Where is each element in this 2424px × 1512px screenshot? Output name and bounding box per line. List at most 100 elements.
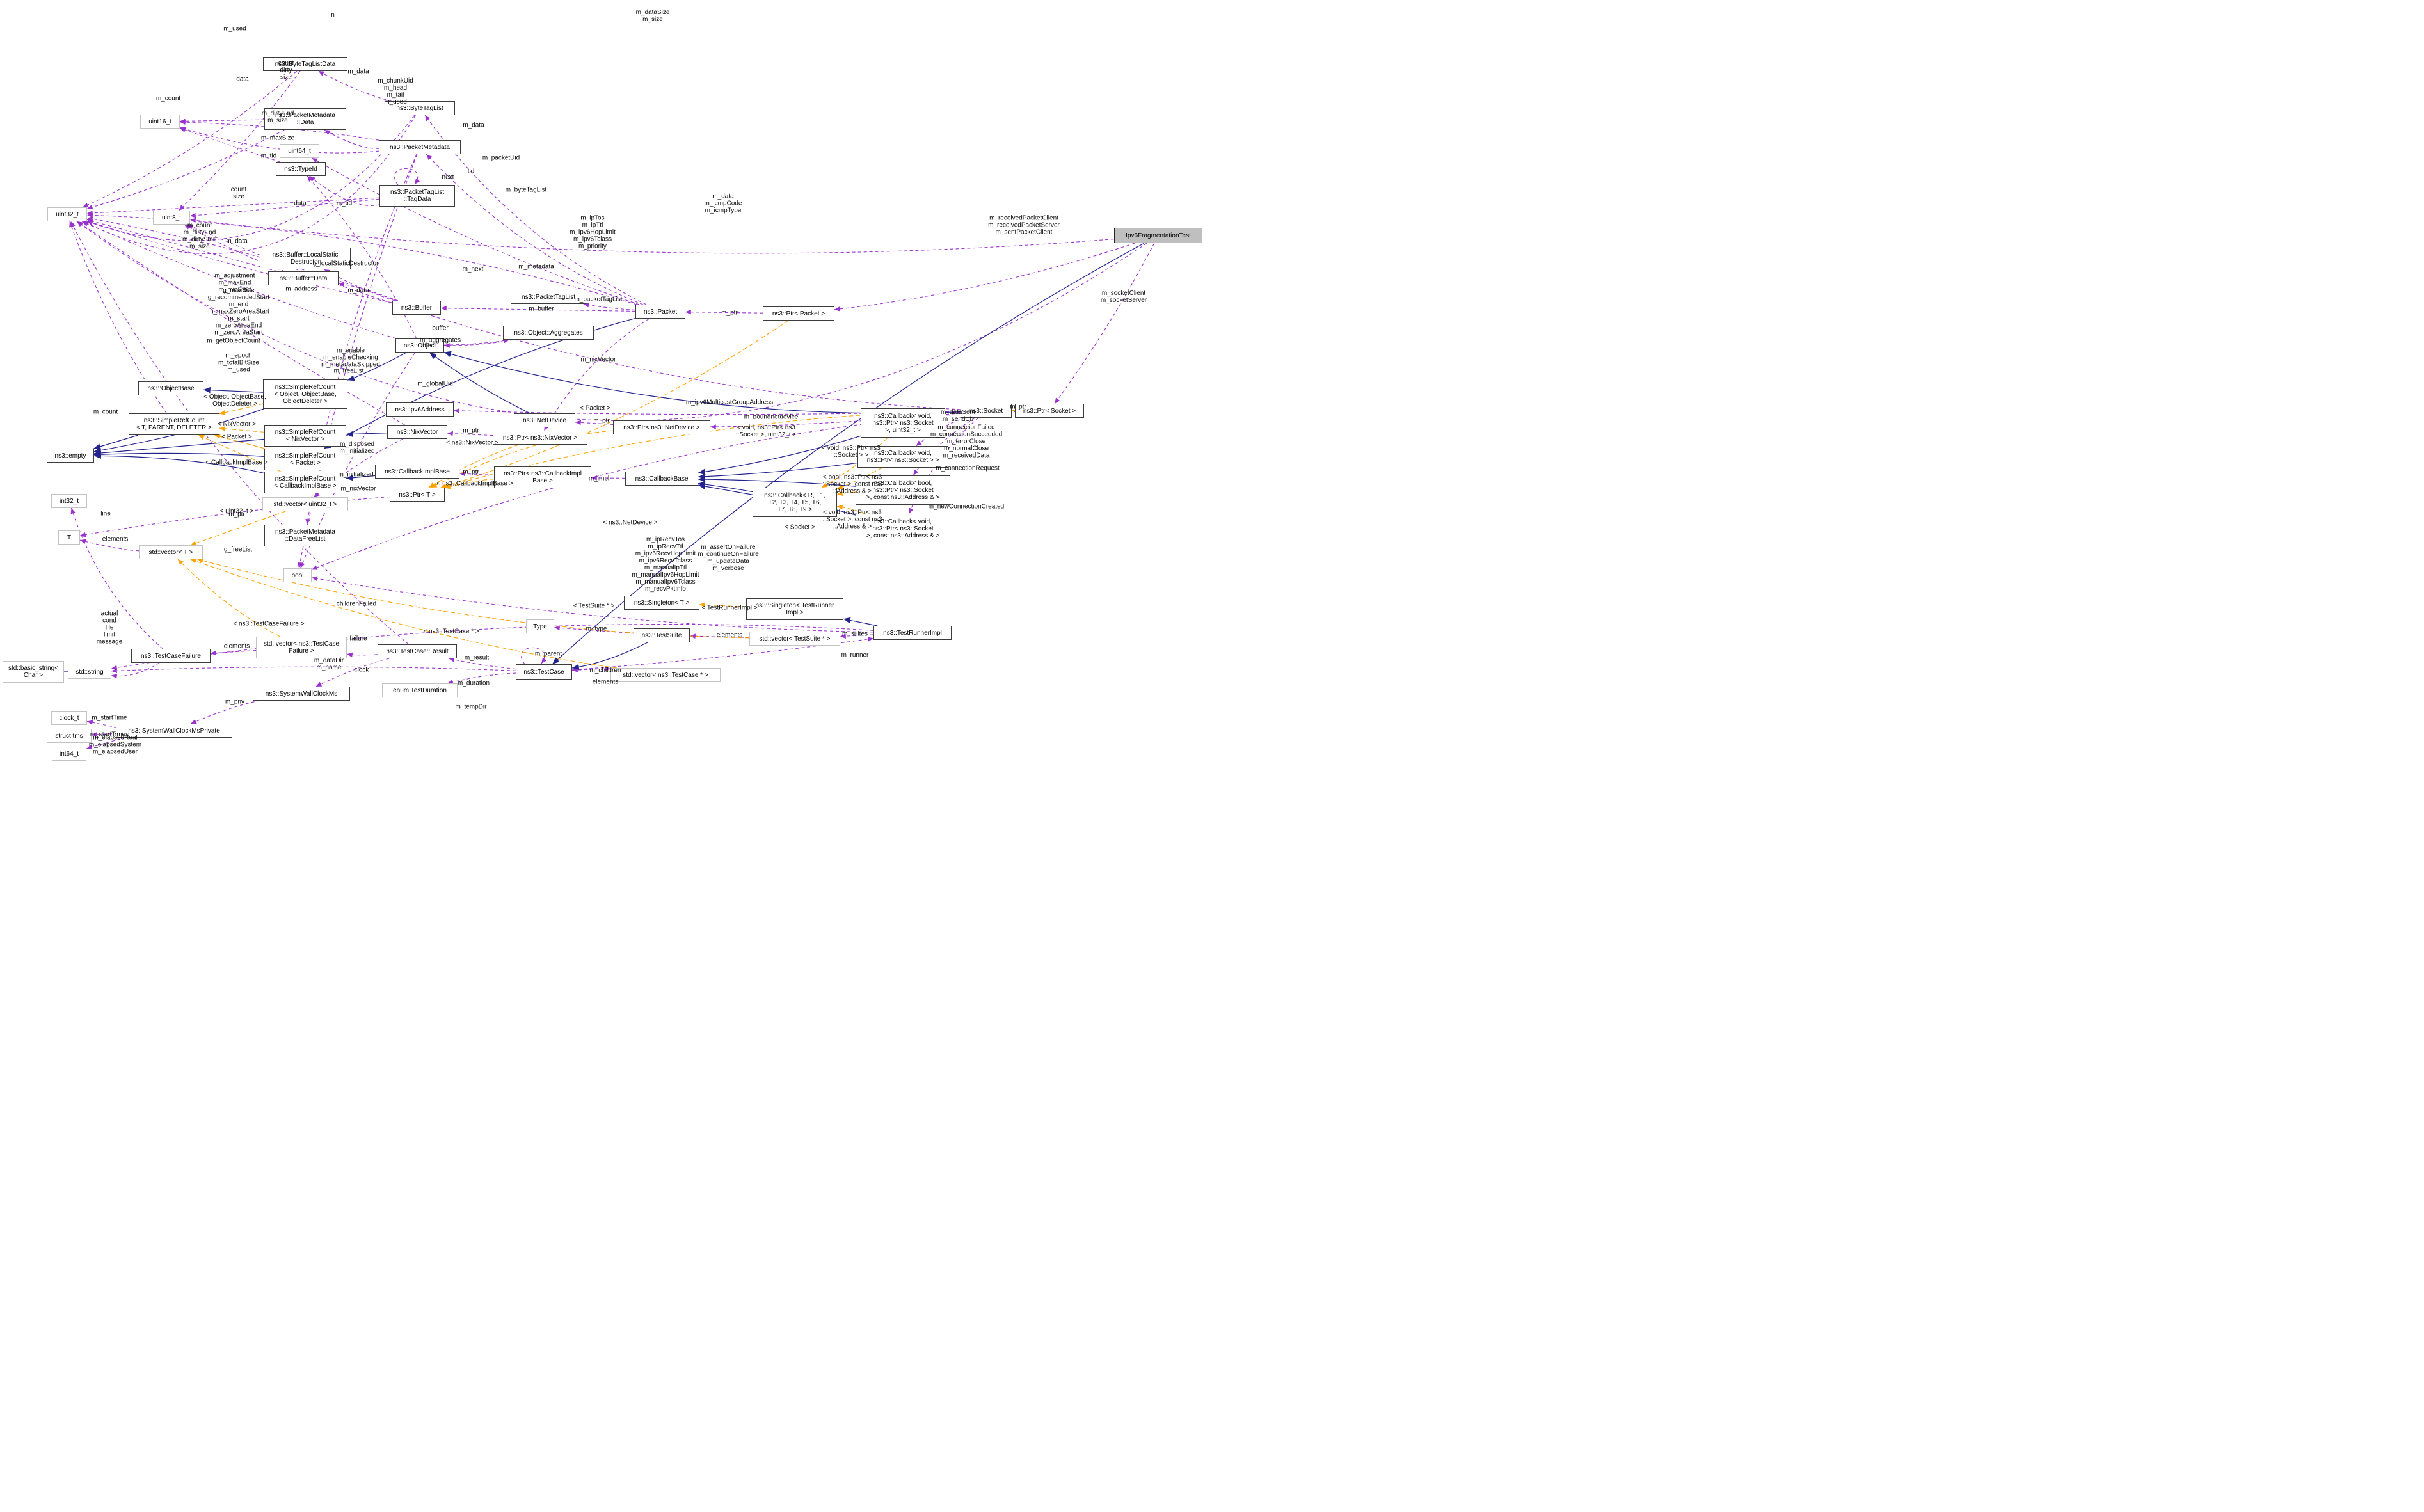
class-node-srct[interactable]: ns3::SimpleRefCount < T, PARENT, DELETER…	[129, 413, 219, 435]
class-node-i32: int32_t	[51, 494, 87, 508]
class-node-cb1[interactable]: ns3::Callback< void, ns3::Ptr< ns3::Sock…	[861, 408, 945, 438]
edge-tc-tc	[520, 647, 547, 665]
edge-obj-booln	[300, 352, 416, 569]
class-node-ptl[interactable]: ns3::PacketTagList	[511, 290, 586, 304]
class-node-buf[interactable]: ns3::Buffer	[392, 301, 441, 315]
class-node-obj[interactable]: ns3::Object	[395, 338, 444, 353]
edge-ift-ptrpkt	[834, 243, 1135, 312]
edge-pmd-u32	[86, 129, 285, 210]
edge-vecf-vect	[177, 559, 281, 637]
class-node-pm[interactable]: ns3::PacketMetadata	[379, 140, 461, 154]
edge-tc-tri	[571, 637, 874, 671]
class-node-agg[interactable]: ns3::Object::Aggregates	[503, 326, 594, 340]
class-node-dfl[interactable]: ns3::PacketMetadata ::DataFreeList	[264, 525, 346, 546]
class-node-ts[interactable]: ns3::TestSuite	[634, 628, 690, 642]
class-node-srco[interactable]: ns3::SimpleRefCount < Object, ObjectBase…	[263, 379, 347, 409]
edge-result-vecf	[346, 652, 378, 658]
edge-pkt-ptl	[583, 302, 636, 311]
edge-srct-emp	[93, 434, 138, 450]
class-node-ptrcib[interactable]: ns3::Ptr< ns3::CallbackImpl Base >	[494, 466, 591, 488]
edge-pkt-pm	[426, 154, 643, 305]
edge-cb2-cbb	[698, 462, 858, 480]
edge-ptrcib-cib	[459, 471, 495, 477]
class-node-btld[interactable]: ns3::ByteTagListData	[263, 57, 347, 71]
edge-buf-u32	[86, 220, 393, 303]
edge-ts-type_	[554, 625, 634, 634]
edge-cbr-cbb	[698, 483, 753, 495]
class-node-srcp[interactable]: ns3::SimpleRefCount < Packet >	[264, 449, 346, 470]
class-node-vecu32: std::vector< uint32_t >	[262, 497, 348, 511]
class-node-objb[interactable]: ns3::ObjectBase	[138, 381, 203, 395]
class-node-cbr[interactable]: ns3::Callback< R, T1, T2, T3, T4, T5, T6…	[753, 488, 837, 517]
edge-srct-u32	[69, 221, 167, 414]
edge-nix-srcn	[346, 431, 388, 438]
class-node-cb3[interactable]: ns3::Callback< bool, ns3::Ptr< ns3::Sock…	[856, 475, 950, 505]
class-node-ift[interactable]: Ipv6FragmentationTest	[1114, 228, 1202, 243]
class-node-sgt[interactable]: ns3::Singleton< T >	[624, 596, 699, 610]
class-node-ptrsock[interactable]: ns3::Ptr< Socket >	[1015, 404, 1084, 418]
class-node-sock[interactable]: ns3::Socket	[961, 404, 1012, 418]
class-node-cb4[interactable]: ns3::Callback< void, ns3::Ptr< ns3::Sock…	[856, 514, 950, 543]
class-node-ptrnix[interactable]: ns3::Ptr< ns3::NixVector >	[493, 431, 587, 445]
edge-ift-u32	[76, 221, 1147, 421]
class-node-ptrpkt[interactable]: ns3::Ptr< Packet >	[763, 306, 834, 321]
edge-sock-ip6	[453, 408, 961, 415]
class-node-u8: uint8_t	[153, 211, 190, 225]
class-node-cib[interactable]: ns3::CallbackImplBase	[375, 465, 459, 479]
edge-tcf-str	[111, 662, 160, 679]
edge-tcf-i32	[70, 507, 163, 649]
edge-btld-u8	[179, 70, 301, 211]
class-node-nix[interactable]: ns3::NixVector	[387, 425, 447, 439]
edge-cb3-cbr	[836, 491, 856, 497]
edge-pkt-u32	[86, 212, 637, 305]
edge-ptrpkt-ptrt	[440, 320, 789, 489]
edge-pmd-u16	[179, 118, 265, 124]
edge-cb1-cbr	[821, 437, 888, 488]
class-node-tcf[interactable]: ns3::TestCaseFailure	[131, 649, 211, 663]
class-node-bufd[interactable]: ns3::Buffer::Data	[268, 271, 339, 285]
class-node-swcmp[interactable]: ns3::SystemWallClockMsPrivate	[116, 724, 232, 738]
edge-tagd-u32	[86, 197, 380, 216]
class-node-cb2[interactable]: ns3::Callback< void, ns3::Ptr< ns3::Sock…	[857, 446, 948, 468]
class-node-sgtr[interactable]: ns3::Singleton< TestRunner Impl >	[746, 598, 843, 620]
class-node-dur: enum TestDuration	[382, 683, 458, 697]
class-node-btl[interactable]: ns3::ByteTagList	[385, 101, 455, 115]
class-node-ip6[interactable]: ns3::Ipv6Address	[386, 402, 454, 417]
class-node-swcm[interactable]: ns3::SystemWallClockMs	[253, 687, 350, 701]
edge-srco-objb	[203, 386, 264, 394]
edge-obj-agg	[443, 338, 510, 346]
edge-srcp-srct	[214, 434, 265, 449]
class-node-ptrt[interactable]: ns3::Ptr< T >	[390, 488, 445, 502]
class-node-srcn[interactable]: ns3::SimpleRefCount < NixVector >	[264, 425, 346, 447]
class-node-pkt[interactable]: ns3::Packet	[635, 305, 685, 319]
edge-buf-lsd	[324, 269, 395, 301]
edge-sock-cb3	[913, 417, 975, 476]
edge-ptrcib-ptrt	[444, 479, 495, 489]
edge-vecf-tcf	[210, 649, 257, 656]
edge-ptrnix-ptrt	[428, 444, 520, 488]
class-node-tidn[interactable]: ns3::TypeId	[276, 162, 326, 176]
class-node-tri[interactable]: ns3::TestRunnerImpl	[873, 626, 952, 640]
class-node-lsd[interactable]: ns3::Buffer::LocalStatic Destructor	[260, 248, 351, 269]
class-node-result[interactable]: ns3::TestCase::Result	[378, 644, 457, 658]
class-node-cbb[interactable]: ns3::CallbackBase	[625, 472, 698, 486]
edge-srcp-emp	[93, 451, 265, 458]
edge-cb3-cbb	[698, 476, 856, 487]
class-node-i64: int64_t	[52, 747, 86, 761]
class-node-nd[interactable]: ns3::NetDevice	[514, 413, 575, 427]
edge-ift-ptrsock	[1054, 243, 1155, 404]
class-node-srcc[interactable]: ns3::SimpleRefCount < CallbackImplBase >	[264, 472, 346, 493]
class-node-tc[interactable]: ns3::TestCase	[516, 664, 572, 680]
class-node-tagd[interactable]: ns3::PacketTagList ::TagData	[379, 185, 455, 207]
edge-pkt-buf	[440, 305, 636, 312]
class-node-ptrnd[interactable]: ns3::Ptr< ns3::NetDevice >	[613, 420, 710, 434]
class-node-pmd[interactable]: ns3::PacketMetadata ::Data	[264, 108, 346, 130]
edge-swcmp-tms	[91, 732, 117, 737]
edge-srco-srct	[219, 403, 264, 415]
edge-tc-str	[111, 666, 516, 674]
edge-tagd-tagd	[394, 168, 420, 186]
class-node-str: std::string	[68, 665, 111, 679]
edge-result-u32	[70, 221, 410, 645]
class-node-emp[interactable]: ns3::empty	[47, 449, 94, 463]
class-node-u32: uint32_t	[47, 207, 87, 221]
